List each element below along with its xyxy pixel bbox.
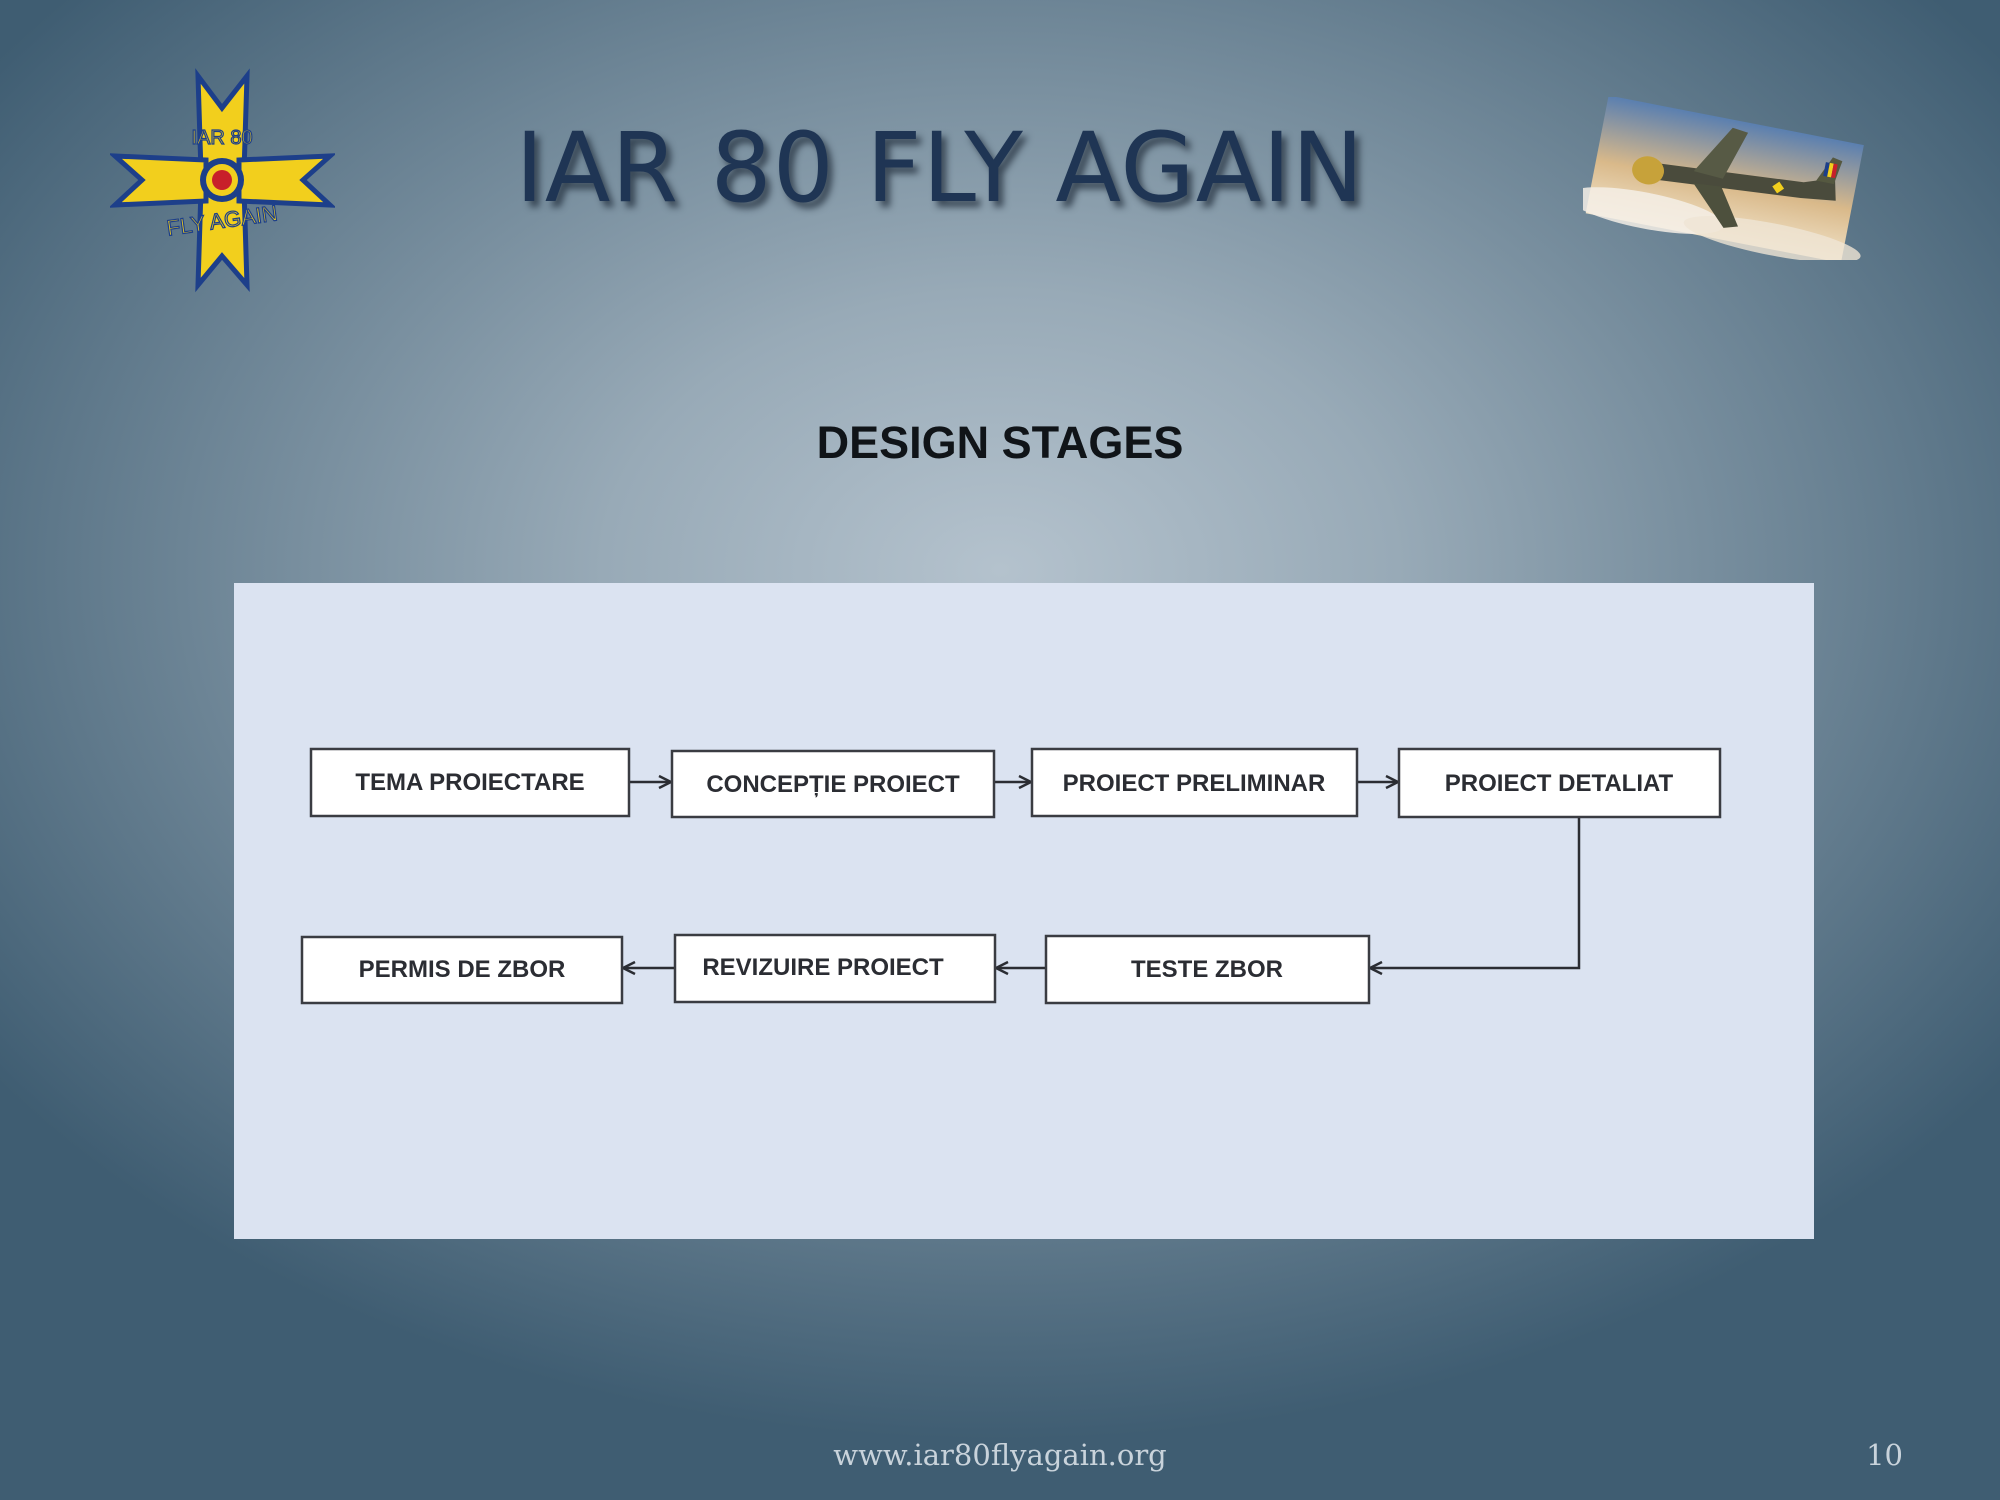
stage-proiect-detaliat: PROIECT DETALIAT [1397,747,1722,819]
design-stages-diagram: TEMA PROIECTARE CONCEPȚIE PROIECT PROIEC… [234,583,1814,1239]
stage-teste-zbor: TESTE ZBOR [1044,934,1371,1005]
stage-proiect-preliminar: PROIECT PRELIMINAR [1030,747,1359,818]
airplane-photo [1583,97,1864,260]
logo-text-top: IAR 80 [191,127,252,149]
stage-label: TESTE ZBOR [1131,956,1283,983]
stage-label: TEMA PROIECTARE [355,769,584,796]
iar80-fly-again-logo: IAR 80 FLY AGAIN [110,68,335,293]
stage-conceptie-proiect: CONCEPȚIE PROIECT [670,749,996,819]
stage-permis-de-zbor: PERMIS DE ZBOR [300,935,624,1005]
stage-label: PERMIS DE ZBOR [359,956,566,983]
stage-revizuire-proiect: REVIZUIRE PROIECT [673,933,997,1004]
slide-subtitle: DESIGN STAGES [816,417,1184,468]
edge-detaliat-to-teste [1370,817,1581,968]
page-number: 10 [1866,1438,1903,1472]
footer-url[interactable]: www.iar80flyagain.org [833,1438,1167,1472]
stage-label: CONCEPȚIE PROIECT [706,771,960,798]
stage-label: PROIECT PRELIMINAR [1063,770,1326,797]
slide-title: IAR 80 FLY AGAIN [515,112,1365,224]
stage-label: PROIECT DETALIAT [1445,770,1674,797]
stage-tema-proiectare: TEMA PROIECTARE [309,747,631,818]
stage-label: REVIZUIRE PROIECT [702,954,944,981]
flow-diagram-svg: TEMA PROIECTARE CONCEPȚIE PROIECT PROIEC… [300,747,1722,1005]
